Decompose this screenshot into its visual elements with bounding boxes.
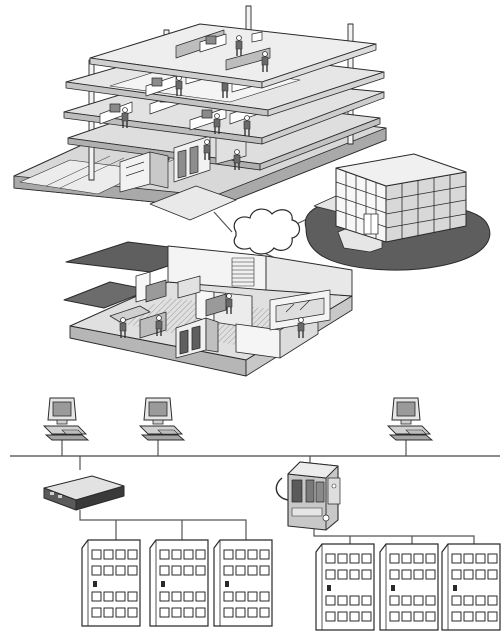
workstation-3: [388, 398, 432, 440]
network-cloud: [234, 209, 299, 254]
computer-workstation-icon: [44, 398, 88, 440]
io-module-rack-icon: [316, 544, 374, 630]
programmable-controller-icon: [276, 462, 340, 530]
computer-workstation-icon: [388, 398, 432, 440]
io-module-rack-icon: [214, 540, 272, 626]
plc-controller: [276, 462, 340, 530]
io-rack-4: [316, 544, 374, 630]
plc-to-io-right: [314, 528, 474, 544]
workstation-1: [44, 398, 88, 440]
plant-rollup-door: [232, 258, 254, 286]
factory-floor: [64, 242, 352, 376]
io-rack-3: [214, 540, 272, 626]
network-hub-icon: [44, 476, 124, 510]
io-rack-5: [380, 544, 438, 630]
office-tower: [14, 6, 386, 220]
io-module-rack-icon: [82, 540, 140, 626]
network-hub: [44, 476, 124, 510]
hub-to-io-left: [80, 510, 246, 540]
remote-building: [305, 154, 490, 270]
io-module-rack-icon: [442, 544, 500, 630]
computer-workstation-icon: [140, 398, 184, 440]
io-rack-2: [150, 540, 208, 626]
io-rack-6: [442, 544, 500, 630]
workstation-2: [140, 398, 184, 440]
io-module-rack-icon: [150, 540, 208, 626]
io-module-rack-icon: [380, 544, 438, 630]
cloud-icon: [234, 209, 299, 254]
io-rack-1: [82, 540, 140, 626]
link-tower-to-cloud: [214, 212, 232, 232]
